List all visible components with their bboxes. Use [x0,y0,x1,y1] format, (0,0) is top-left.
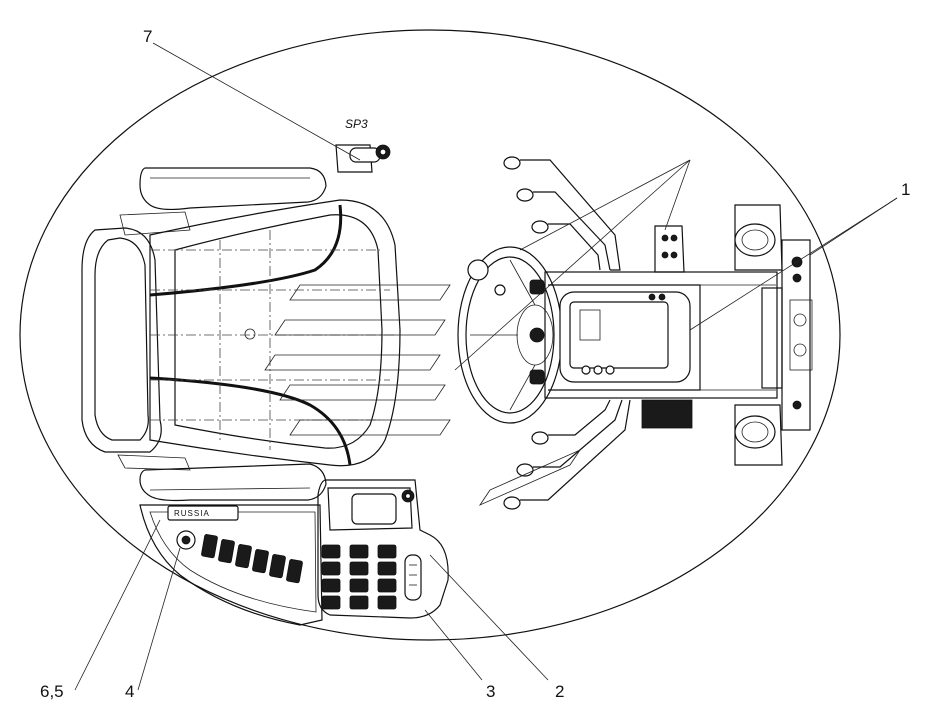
sp3-label: SP3 [345,117,368,131]
front-frame [734,204,813,466]
floor-hatching [264,284,582,506]
control-levers-top [503,156,621,271]
console-keypad [321,544,397,610]
panel-switches [201,534,303,584]
operator-seat [81,167,401,502]
callout-3: 3 [486,682,495,701]
callout-7: 7 [143,27,152,46]
steering-wheel [457,246,563,424]
callout-labels: 1 2 3 4 6,5 7 [40,27,910,701]
callout-2: 2 [555,682,564,701]
joystick-sp3: SP3 [335,117,391,173]
callout-4: 4 [125,682,134,701]
boundary-ellipse [19,29,841,641]
callout-6-5: 6,5 [40,682,64,701]
control-levers-bottom [503,399,631,510]
dashboard [544,225,778,429]
right-console [317,479,449,619]
left-switch-panel: RUSSIA [139,504,323,626]
callout-1: 1 [901,180,910,199]
panel-brand-label: RUSSIA [174,509,210,518]
leader-lines [74,42,898,691]
